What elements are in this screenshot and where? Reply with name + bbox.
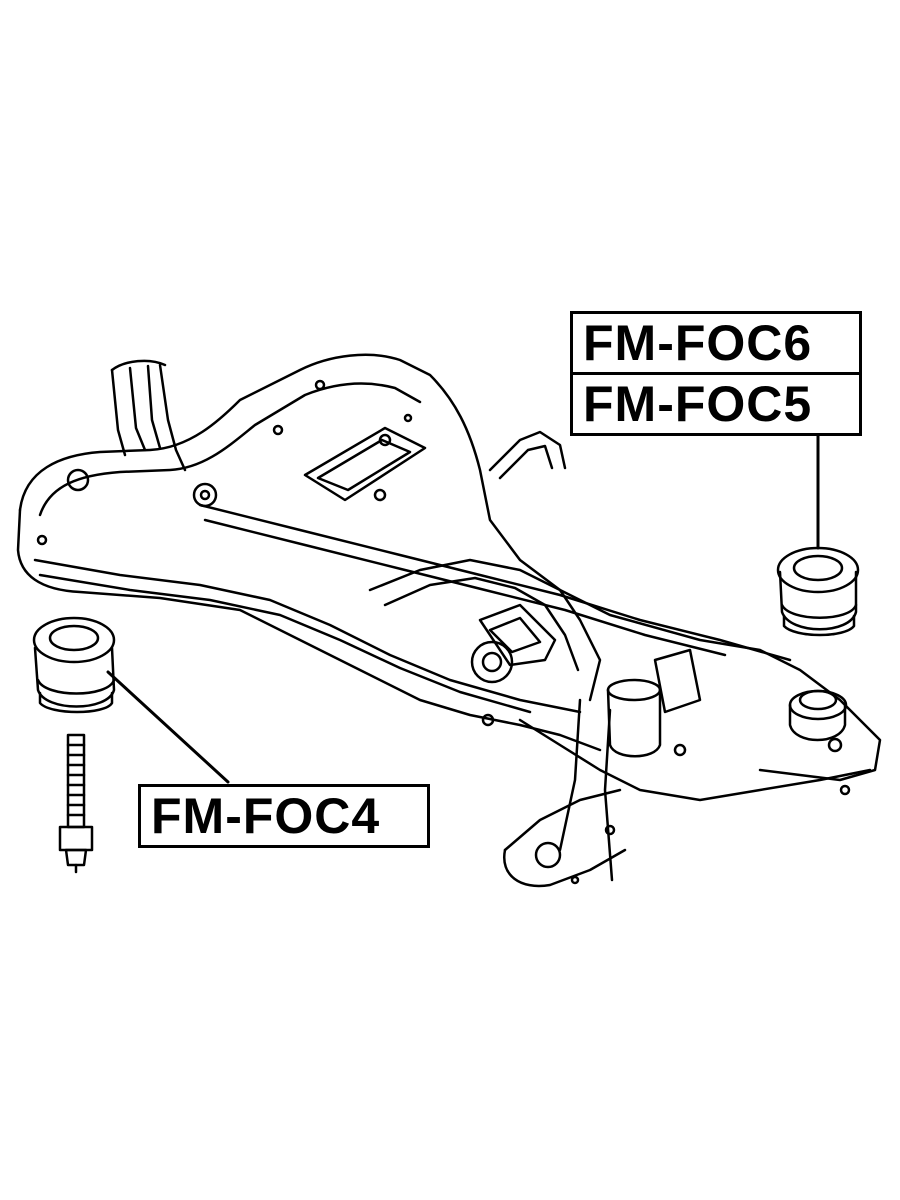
subframe-body: [16, 353, 882, 782]
upper-right-bracket: [488, 430, 567, 480]
center-channel: [368, 558, 602, 702]
part-label-foc5: FM-FOC5: [573, 372, 859, 433]
bolt: [58, 733, 94, 874]
leader-line-foc4: [106, 670, 230, 784]
part-label-foc4: FM-FOC4: [138, 784, 430, 848]
lower-right-arm: [502, 648, 872, 888]
bushing-foc4: [32, 616, 116, 714]
callout-foc6-foc5: FM-FOC6 FM-FOC5: [570, 311, 862, 436]
center-mount-pad: [303, 426, 427, 502]
part-label-foc6: FM-FOC6: [583, 315, 813, 371]
left-tower: [110, 359, 187, 472]
bolt-holes: [36, 379, 851, 885]
leader-lines: [106, 430, 820, 784]
bushing-foc5-foc6: [776, 546, 860, 637]
